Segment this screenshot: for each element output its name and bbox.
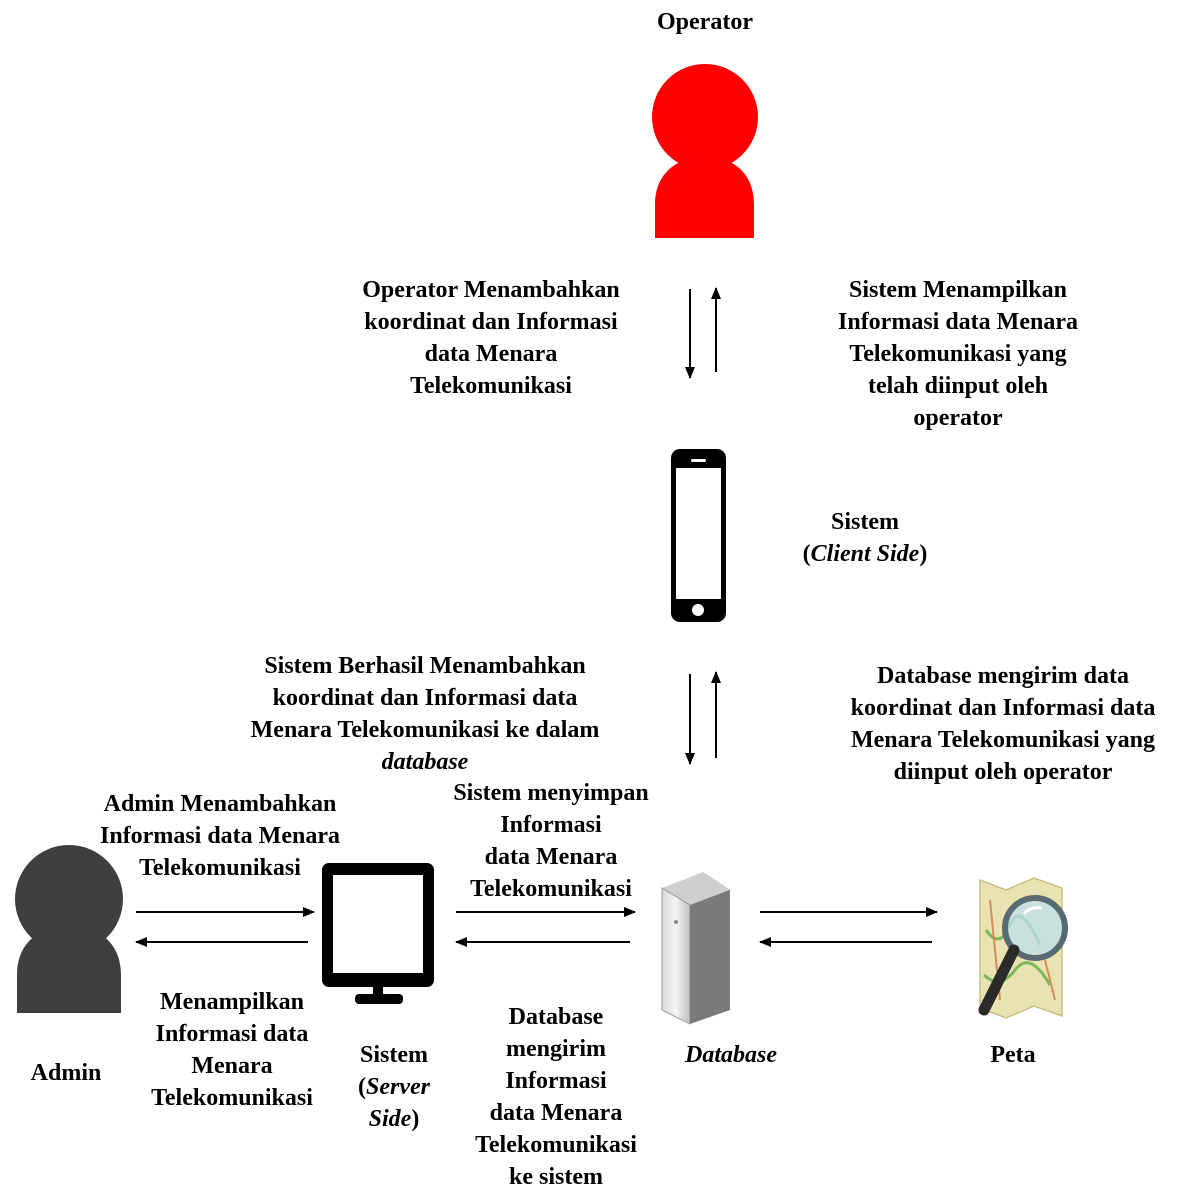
client-side-label-line2: (Client Side) bbox=[802, 541, 928, 567]
label-client-to-operator-line: Sistem Menampilkan bbox=[848, 277, 1067, 303]
label-client-to-database: Sistem Berhasil Menambahkan koordinat da… bbox=[200, 650, 650, 778]
label-server-to-database-line: Sistem menyimpan bbox=[453, 780, 649, 806]
label-client-to-database-line: koordinat dan Informasi data bbox=[272, 685, 578, 711]
label-server-to-database-line: data Menara bbox=[484, 844, 618, 870]
label-admin-to-server: Admin Menambahkan Informasi data Menara … bbox=[70, 788, 370, 884]
client-side-label: Sistem (Client Side) bbox=[790, 506, 940, 570]
label-server-to-admin-line: Menara bbox=[191, 1053, 273, 1079]
server-tower-icon bbox=[661, 872, 730, 1025]
label-client-to-database-line: database bbox=[200, 746, 650, 778]
client-side-label-line1: Sistem bbox=[831, 509, 899, 535]
map-label: Peta bbox=[990, 1042, 1036, 1068]
label-operator-to-client-line: Telekomunikasi bbox=[410, 373, 572, 399]
label-client-to-operator-line: telah diinput oleh bbox=[867, 373, 1049, 399]
label-database-to-server-line: Informasi bbox=[505, 1068, 607, 1094]
server-side-label: Sistem (Server Side) bbox=[336, 1039, 452, 1135]
label-server-to-admin-line: Telekomunikasi bbox=[151, 1085, 313, 1111]
client-side-label-italic: Client Side bbox=[810, 541, 920, 567]
label-database-to-client-line: diinput oleh operator bbox=[893, 759, 1113, 785]
database-label-text: Database bbox=[685, 1042, 777, 1068]
label-server-to-database: Sistem menyimpan Informasi data Menara T… bbox=[426, 777, 676, 905]
label-database-to-server: Database mengirim Informasi data Menara … bbox=[450, 1001, 662, 1193]
label-client-to-operator-line: Informasi data Menara bbox=[838, 309, 1078, 335]
label-operator-to-client-line: data Menara bbox=[424, 341, 558, 367]
label-server-to-admin: Menampilkan Informasi data Menara Teleko… bbox=[122, 986, 342, 1114]
label-operator-to-client-line: koordinat dan Informasi bbox=[364, 309, 618, 335]
label-server-to-admin-line: Menampilkan bbox=[159, 989, 305, 1015]
server-side-label-italic-a: Server bbox=[366, 1074, 430, 1100]
label-client-to-database-line: Menara Telekomunikasi ke dalam bbox=[250, 717, 600, 743]
operator-person-icon bbox=[652, 64, 758, 238]
operator-label: Operator bbox=[657, 9, 753, 35]
monitor-icon bbox=[322, 863, 434, 1004]
label-database-to-client-line: koordinat dan Informasi data bbox=[850, 695, 1156, 721]
label-operator-to-client: Operator Menambahkan koordinat dan Infor… bbox=[326, 274, 656, 402]
server-side-label-line2: (Server bbox=[358, 1074, 430, 1100]
database-label: Database bbox=[660, 1039, 802, 1071]
label-client-to-operator-line: Telekomunikasi yang bbox=[849, 341, 1067, 367]
server-side-label-italic-b: Side bbox=[368, 1106, 412, 1132]
label-admin-to-server-line: Admin Menambahkan bbox=[103, 791, 337, 817]
label-client-to-database-italic: database bbox=[381, 749, 469, 775]
label-server-to-admin-line: Informasi data bbox=[155, 1021, 309, 1047]
admin-person-icon bbox=[15, 845, 123, 1013]
label-database-to-server-line: Database bbox=[508, 1004, 604, 1030]
smartphone-icon bbox=[671, 449, 726, 622]
label-admin-to-server-line: Telekomunikasi bbox=[139, 855, 301, 881]
label-database-to-server-line: Telekomunikasi bbox=[475, 1132, 637, 1158]
map-magnifier-icon bbox=[978, 877, 1068, 1019]
label-client-to-database-line: Sistem Berhasil Menambahkan bbox=[264, 653, 586, 679]
label-server-to-database-line: Informasi bbox=[500, 812, 602, 838]
label-database-to-server-line: data Menara bbox=[489, 1100, 623, 1126]
label-database-to-client-line: Database mengirim data bbox=[877, 663, 1129, 689]
label-database-to-server-line: mengirim bbox=[506, 1036, 606, 1062]
label-database-to-client: Database mengirim data koordinat dan Inf… bbox=[813, 660, 1193, 788]
label-admin-to-server-line: Informasi data Menara bbox=[100, 823, 340, 849]
server-side-label-line3: Side) bbox=[368, 1106, 420, 1132]
label-server-to-database-line: Telekomunikasi bbox=[470, 876, 632, 902]
label-client-to-operator-line: operator bbox=[913, 405, 1003, 431]
label-client-to-operator: Sistem Menampilkan Informasi data Menara… bbox=[796, 274, 1120, 434]
label-operator-to-client-line: Operator Menambahkan bbox=[362, 277, 620, 303]
admin-label: Admin bbox=[30, 1060, 102, 1086]
label-database-to-client-line: Menara Telekomunikasi yang bbox=[850, 727, 1156, 753]
label-database-to-server-line: ke sistem bbox=[509, 1164, 603, 1190]
server-side-label-line1: Sistem bbox=[360, 1042, 428, 1068]
